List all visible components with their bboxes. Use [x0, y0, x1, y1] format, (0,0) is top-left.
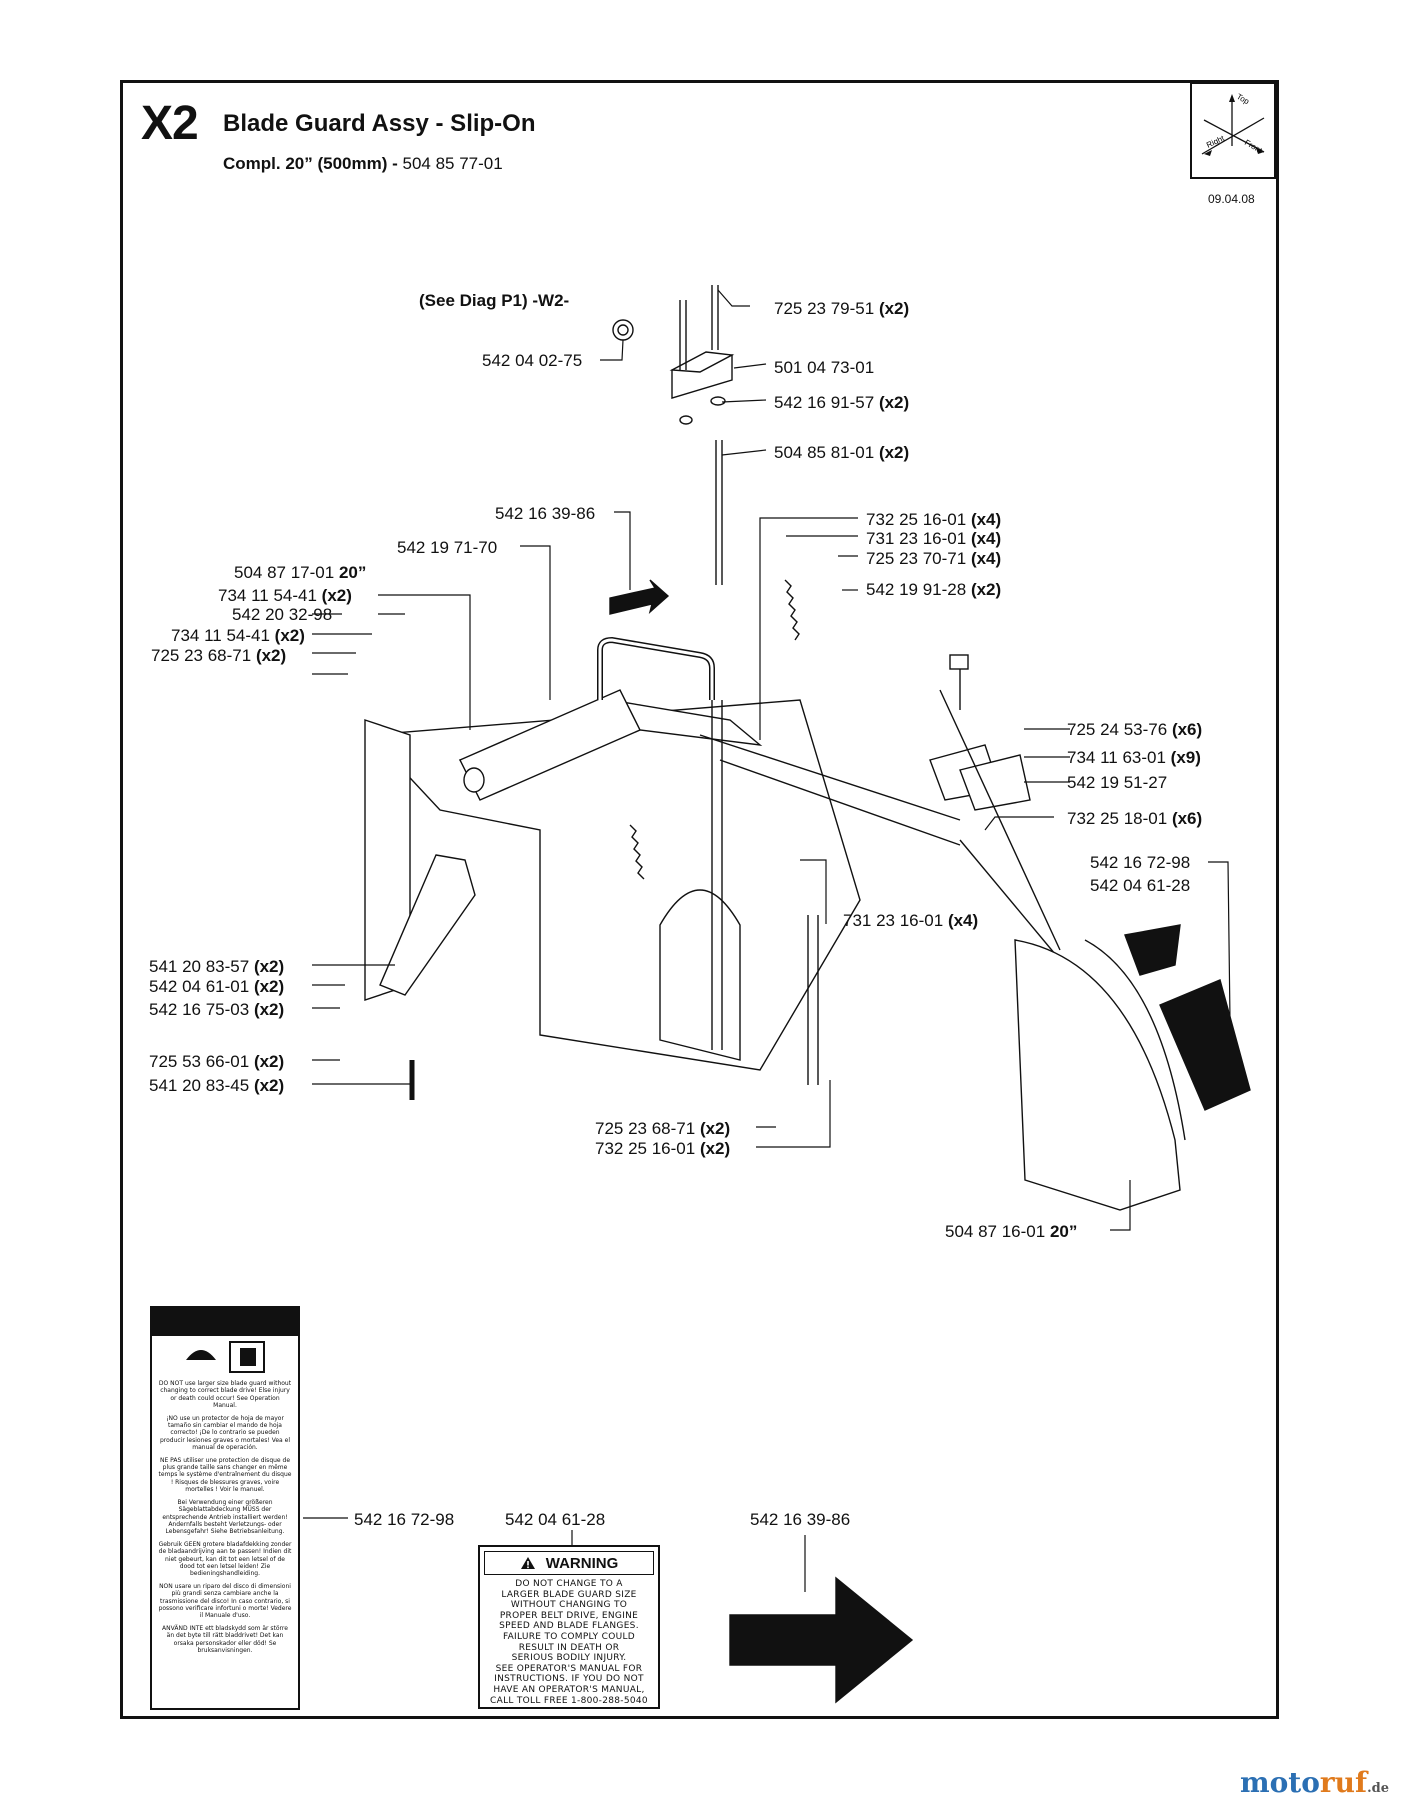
callout-label: 542 04 61-28	[1090, 876, 1190, 895]
callout-label: 504 87 17-01 20”	[234, 563, 366, 582]
callout-label: 732 25 16-01 (x4)	[866, 510, 1001, 529]
warning-header-text: WARNING	[545, 1554, 619, 1572]
decal-text-es: ¡NO use un protector de hoja de mayor ta…	[159, 1414, 290, 1452]
callout-label: 542 16 91-57 (x2)	[774, 393, 909, 412]
callout-label: 541 20 83-57 (x2)	[149, 957, 284, 976]
callout-label: 542 19 71-70	[397, 538, 497, 557]
decal-text-sv: ANVÄND INTE ett bladskydd som är större …	[162, 1624, 288, 1654]
adjuster-bracket	[612, 285, 735, 585]
front-guard-panel	[1014, 924, 1251, 1211]
callout-label: 542 04 61-01 (x2)	[149, 977, 284, 996]
callout-label: 725 23 68-71 (x2)	[595, 1119, 730, 1138]
decal-text-nl: Gebruik GEEN grotere bladafdekking zonde…	[158, 1540, 292, 1578]
warning-line: CALL TOLL FREE 1-800-288-5040	[490, 1695, 648, 1706]
warning-line: DO NOT CHANGE TO A	[515, 1579, 623, 1589]
decal-header-bar	[152, 1308, 298, 1336]
callout-label: 725 53 66-01 (x2)	[149, 1052, 284, 1071]
direction-arrow-large	[729, 1576, 914, 1704]
callout-label: 731 23 16-01 (x4)	[866, 529, 1001, 548]
revision-date: 09.04.08	[1208, 192, 1255, 206]
warning-line: SEE OPERATOR'S MANUAL FOR	[495, 1663, 643, 1674]
warning-line: SPEED AND BLADE FLANGES.	[499, 1621, 639, 1632]
callout-label: 734 11 63-01 (x9)	[1067, 748, 1201, 767]
callout-label: 731 23 16-01 (x4)	[843, 911, 978, 930]
warning-line: RESULT IN DEATH OR	[518, 1642, 620, 1653]
page-frame	[120, 80, 1279, 1719]
callout-label: 542 19 91-28 (x2)	[866, 580, 1001, 599]
callout-label: 732 25 18-01 (x6)	[1067, 809, 1202, 828]
callout-label: 542 04 02-75	[482, 351, 582, 370]
hinge-arm	[929, 654, 1061, 961]
decal-text-fr: NE PAS utiliser une protection de disque…	[158, 1456, 292, 1494]
warning-decal: WARNING DO NOT CHANGE TO A LARGER BLADE …	[478, 1545, 660, 1709]
callout-label: 725 24 53-76 (x6)	[1067, 720, 1202, 739]
warning-triangle-icon	[186, 1350, 216, 1360]
callout-label: 734 11 54-41 (x2)	[171, 626, 305, 645]
callout-label: 542 04 61-28	[505, 1510, 605, 1529]
callout-label: 542 20 32-98	[232, 605, 332, 624]
callout-label: 725 23 68-71 (x2)	[151, 646, 286, 665]
callout-label: 732 25 16-01 (x2)	[595, 1139, 730, 1158]
logo-suffix: .de	[1367, 1781, 1389, 1796]
callout-label: 542 16 39-86	[495, 504, 595, 523]
left-mounting-plate	[364, 719, 476, 1100]
springs	[629, 579, 800, 880]
warning-header: WARNING	[484, 1551, 654, 1575]
callout-label: 542 16 75-03 (x2)	[149, 1000, 284, 1019]
warning-triangle-icon	[520, 1557, 535, 1569]
callout-label: 725 23 79-51 (x2)	[774, 299, 909, 318]
callout-label: 541 20 83-45 (x2)	[149, 1076, 284, 1095]
callout-label: 501 04 73-01	[774, 358, 874, 377]
compass-icon: Top Right Front	[1201, 92, 1264, 156]
warning-line: FAILURE TO COMPLY COULD	[502, 1631, 636, 1642]
callout-label: 542 16 72-98	[354, 1510, 454, 1529]
warning-line: LARGER BLADE GUARD SIZE	[501, 1589, 637, 1600]
warning-line: SERIOUS BODILY INJURY.	[511, 1653, 627, 1664]
callout-label: 542 19 51-27	[1067, 773, 1167, 792]
assembly-subtitle: Compl. 20” (500mm) - 504 85 77-01	[223, 154, 503, 174]
callout-label: 734 11 54-41 (x2)	[218, 586, 352, 605]
decal-text-en: DO NOT use larger size blade guard witho…	[158, 1380, 292, 1410]
warning-line: HAVE AN OPERATOR'S MANUAL,	[493, 1684, 645, 1695]
decal-text-de: Bei Verwendung einer größeren Sägeblatta…	[162, 1498, 288, 1536]
callout-label: 504 87 16-01 20”	[945, 1222, 1077, 1241]
diagram-reference: (See Diag P1) -W2-	[419, 291, 569, 310]
logo-part-2: ruf	[1319, 1766, 1368, 1799]
subtitle-part-number: 504 85 77-01	[397, 154, 503, 173]
housing-cylinder	[459, 689, 641, 801]
warning-line: INSTRUCTIONS. IF YOU DO NOT	[494, 1674, 644, 1685]
logo-part-1: moto	[1240, 1766, 1320, 1799]
orientation-compass: Top Right Front	[1190, 82, 1276, 179]
direction-arrow-small	[609, 579, 670, 615]
page-title: Blade Guard Assy - Slip-On	[223, 110, 536, 137]
callout-label: 725 23 70-71 (x4)	[866, 549, 1001, 568]
multilanguage-warning-decal: DO NOT use larger size blade guard witho…	[150, 1306, 300, 1710]
leader-lines	[303, 289, 1231, 1592]
callout-label: 542 16 72-98	[1090, 853, 1190, 872]
subtitle-size: Compl. 20” (500mm) -	[223, 154, 398, 173]
support-post	[711, 700, 819, 1085]
sheet-id: X2	[141, 97, 199, 150]
callout-label: 504 85 81-01 (x2)	[774, 443, 909, 462]
callout-label: 542 16 39-86	[750, 1510, 850, 1529]
operator-manual-icon	[229, 1341, 265, 1373]
warning-line: WITHOUT CHANGING TO	[510, 1600, 628, 1611]
warning-line: PROPER BELT DRIVE, ENGINE	[499, 1610, 639, 1621]
decal-text-it: NON usare un riparo del disco di dimensi…	[158, 1582, 292, 1620]
watermark-logo: motoruf.de	[1240, 1766, 1389, 1799]
